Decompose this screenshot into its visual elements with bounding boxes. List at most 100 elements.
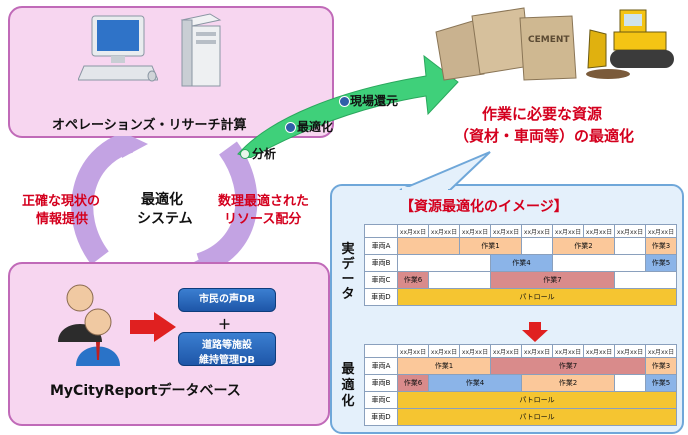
task-cell: 作業7 (490, 357, 646, 375)
right-text-line2: リソース配分 (224, 212, 302, 227)
task-cell: パトロール (397, 391, 677, 409)
task-cell: 作業6 (397, 374, 429, 392)
date-header-cell: xx月xx日 (397, 344, 429, 358)
arrow-right-icon (130, 312, 176, 342)
date-header-cell: xx月xx日 (490, 224, 522, 238)
vehicle-label: 車両B (364, 374, 398, 392)
date-header-cell: xx月xx日 (521, 344, 553, 358)
real-data-text: 実データ (341, 242, 355, 302)
task-cell: パトロール (397, 288, 677, 306)
server-icon (180, 13, 222, 87)
step-dot-optimize (285, 122, 296, 133)
bulldozer-icon (586, 9, 674, 79)
green-arrow (237, 54, 459, 158)
step-dot-analysis (240, 149, 250, 159)
task-cell: 作業1 (397, 357, 491, 375)
date-header-cell: xx月xx日 (614, 344, 646, 358)
task-cell: パトロール (397, 408, 677, 426)
step-optimize: 最適化 (297, 120, 334, 134)
callout-pointer (399, 151, 491, 190)
empty-cell (614, 271, 677, 289)
date-header-cell: xx月xx日 (428, 224, 460, 238)
date-header-cell: xx月xx日 (645, 224, 677, 238)
task-cell: 作業4 (490, 254, 553, 272)
date-header-cell: xx月xx日 (428, 344, 460, 358)
vehicle-label: 車両A (364, 237, 398, 255)
top-box-label: オペレーションズ・リサーチ計算 (52, 118, 247, 133)
goal-text-line1: 作業に必要な資源 (482, 105, 603, 123)
center-line2: システム (137, 211, 193, 227)
vehicle-label: 車両A (364, 357, 398, 375)
date-header-cell: xx月xx日 (490, 344, 522, 358)
header-blank-cell (364, 344, 398, 358)
svg-text:CEMENT: CEMENT (528, 35, 570, 45)
task-cell: 作業5 (645, 254, 677, 272)
task-cell: 作業3 (645, 237, 677, 255)
left-text-line1: 正確な現状の (22, 194, 101, 209)
vehicle-label: 車両C (364, 271, 398, 289)
step-return: 現場還元 (350, 94, 399, 108)
left-text-line2: 情報提供 (36, 212, 89, 227)
date-header-cell: xx月xx日 (397, 224, 429, 238)
plus-sign: ＋ (218, 318, 232, 333)
optimized-label: 最適化 (340, 362, 356, 410)
db-citizen-voice: 市民の声DB (178, 288, 276, 312)
date-header-cell: xx月xx日 (645, 344, 677, 358)
down-arrow-icon (522, 322, 548, 342)
date-header-cell: xx月xx日 (459, 224, 491, 238)
empty-cell (614, 374, 646, 392)
date-header-cell: xx月xx日 (583, 224, 615, 238)
task-cell: 作業5 (645, 374, 677, 392)
task-cell: 作業7 (490, 271, 615, 289)
task-cell: 作業6 (397, 271, 429, 289)
database-label: MyCityReportデータベース (50, 383, 241, 399)
empty-cell (397, 254, 491, 272)
empty-cell (428, 271, 491, 289)
ops-research-box (8, 6, 334, 138)
vehicle-label: 車両D (364, 408, 398, 426)
computer-icon (78, 15, 158, 82)
date-header-cell: xx月xx日 (583, 344, 615, 358)
step-dot-return (339, 96, 350, 107)
step-analysis: 分析 (252, 147, 277, 161)
empty-cell (397, 237, 460, 255)
vehicle-label: 車両B (364, 254, 398, 272)
db-road-facility: 道路等施設 維持管理DB (178, 332, 276, 366)
empty-cell (614, 237, 646, 255)
optimized-text: 最適化 (341, 362, 355, 409)
task-cell: 作業2 (521, 374, 615, 392)
center-line1: 最適化 (141, 192, 183, 208)
goal-text-line2: （資材・車両等）の最適化 (454, 127, 635, 145)
vehicle-label: 車両C (364, 391, 398, 409)
empty-cell (552, 254, 646, 272)
date-header-cell: xx月xx日 (552, 344, 584, 358)
date-header-cell: xx月xx日 (521, 224, 553, 238)
task-cell: 作業1 (459, 237, 522, 255)
database-box (8, 262, 330, 426)
task-cell: 作業2 (552, 237, 615, 255)
real-schedule-row: 車両B 作業4 作業5 (364, 254, 677, 272)
vehicle-label: 車両D (364, 288, 398, 306)
empty-cell (521, 237, 553, 255)
task-cell: 作業4 (428, 374, 522, 392)
db-road-facility-line2: 維持管理DB (199, 355, 255, 366)
date-header-cell: xx月xx日 (459, 344, 491, 358)
people-icon (58, 284, 120, 366)
cement-bags-icon: CEMENT (435, 7, 577, 81)
real-schedule-row: 車両A 作業1 作業2 作業3 (364, 237, 677, 255)
date-header-cell: xx月xx日 (614, 224, 646, 238)
date-header-cell: xx月xx日 (552, 224, 584, 238)
real-data-label: 実データ (340, 242, 356, 302)
